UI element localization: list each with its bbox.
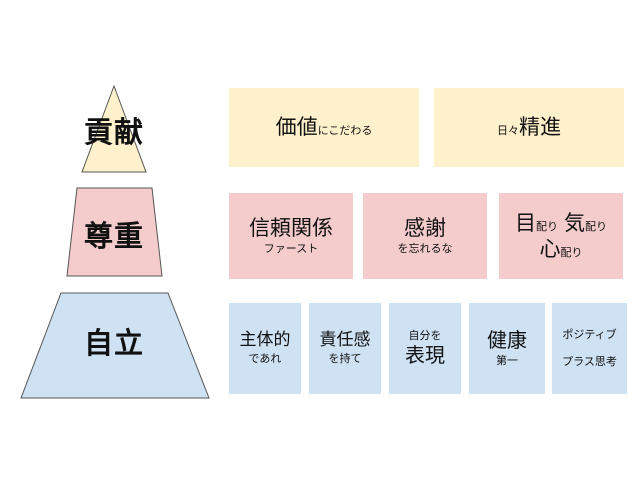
- responsibility-box: 責任感 を持て: [309, 303, 381, 394]
- daily-progress-box: 日々 精進: [434, 88, 624, 167]
- heart-kanji: 心: [539, 237, 561, 261]
- positive-thinking-box: ポジティブ プラス思考: [552, 303, 627, 394]
- trust-sub: ファースト: [263, 242, 319, 256]
- gratitude-sub: を忘れるな: [397, 242, 453, 256]
- pyramid-bottom-trapezoid: [20, 292, 210, 399]
- tier-label-independence: 自立: [83, 326, 144, 360]
- positive-line2: プラス思考: [562, 354, 617, 368]
- value-sub: にこだわる: [317, 124, 373, 138]
- gratitude-main: 感謝: [404, 216, 446, 241]
- proactive-main: 主体的: [239, 329, 291, 350]
- attentiveness-box: 目 配り 気 配り 心 配り: [499, 193, 623, 279]
- value-main: 価値: [275, 115, 318, 140]
- health-sub: 第一: [496, 354, 518, 368]
- trust-box: 信頼関係 ファースト: [229, 193, 353, 279]
- daily-main: 精進: [519, 115, 561, 140]
- self-expression-box: 自分を 表現: [389, 303, 461, 394]
- tier-label-contribution: 貢献: [83, 115, 144, 149]
- value-box: 価値 にこだわる: [229, 88, 419, 167]
- gratitude-box: 感謝 を忘れるな: [363, 193, 487, 279]
- proactive-box: 主体的 であれ: [229, 303, 301, 394]
- responsibility-sub: を持て: [328, 352, 362, 366]
- self-expression-main: 表現: [405, 343, 445, 368]
- daily-prefix: 日々: [497, 124, 519, 138]
- pyramid-top-triangle: [81, 84, 147, 173]
- eye-sub: 配り: [536, 219, 558, 233]
- trust-main: 信頼関係: [249, 216, 333, 241]
- positive-line1: ポジティブ: [562, 327, 617, 341]
- responsibility-main: 責任感: [319, 329, 371, 350]
- eye-kanji: 目: [515, 210, 536, 235]
- self-expression-pre: 自分を: [408, 328, 442, 342]
- health-main: 健康: [487, 328, 527, 353]
- health-box: 健康 第一: [469, 303, 545, 394]
- proactive-sub: であれ: [248, 352, 282, 366]
- heart-sub: 配り: [560, 246, 583, 259]
- spirit-kanji: 気: [564, 210, 585, 235]
- spirit-sub: 配り: [585, 219, 607, 233]
- pyramid-middle-trapezoid: [66, 187, 163, 277]
- tier-label-respect: 尊重: [83, 219, 144, 253]
